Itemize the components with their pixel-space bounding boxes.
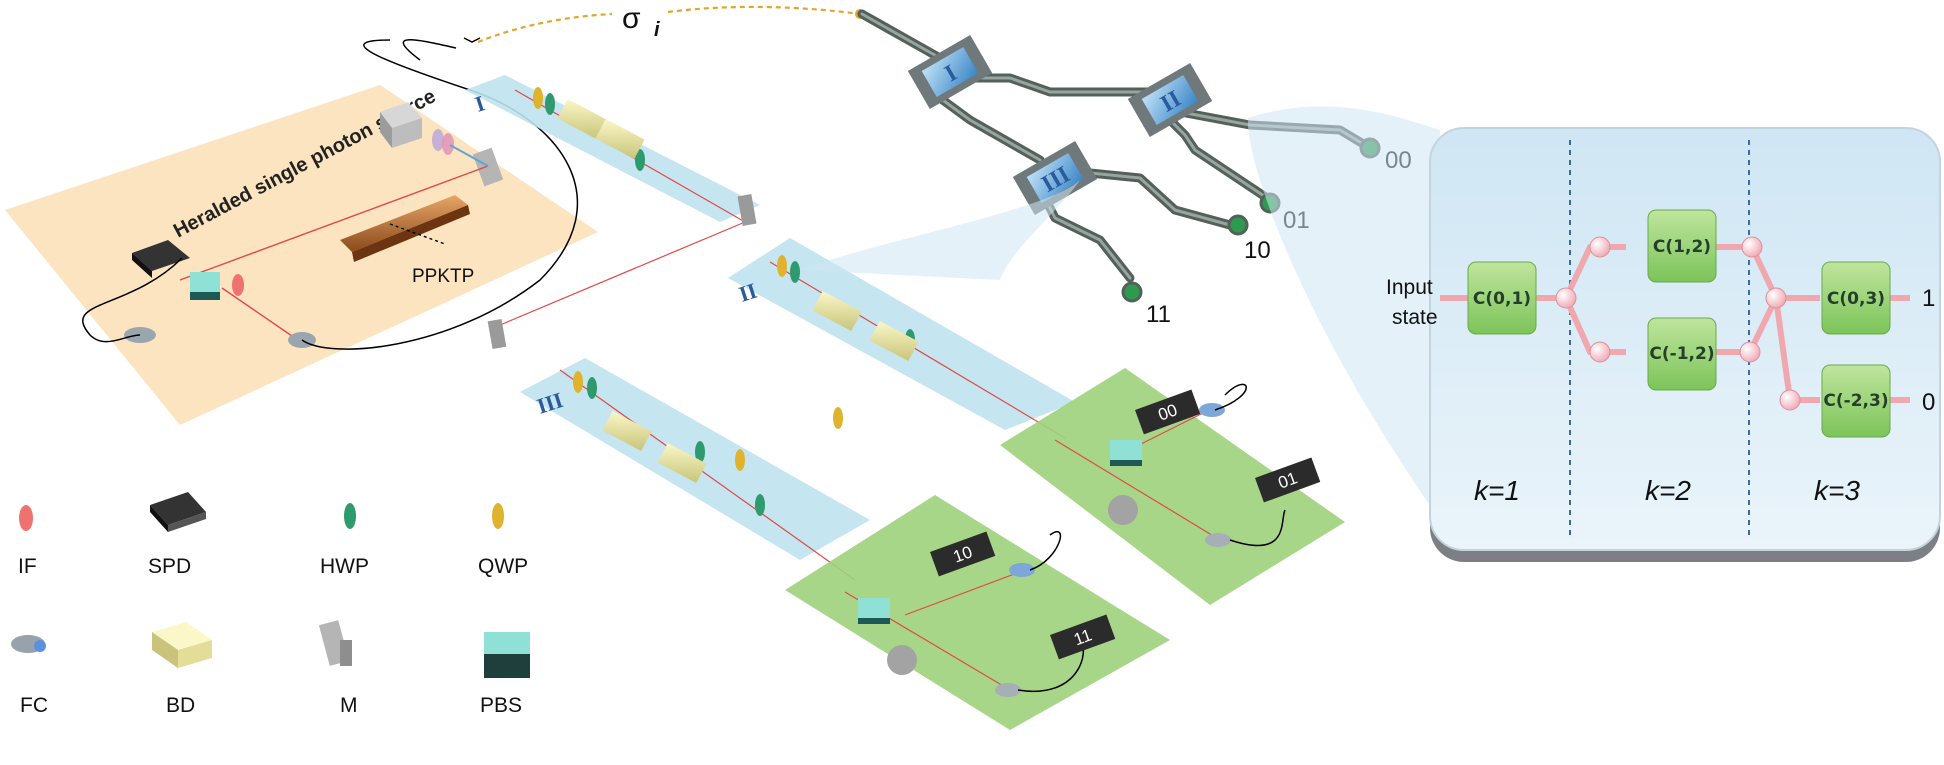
- node-c-12: C(-1,2): [1647, 317, 1717, 391]
- svg-text:C(-1,2): C(-1,2): [1649, 344, 1714, 364]
- legend: IF SPD HWP QWP FC BD M: [11, 492, 530, 717]
- qwp-icon: [492, 503, 504, 529]
- detector-01: 01: [1255, 457, 1321, 503]
- svg-text:C(1,2): C(1,2): [1653, 237, 1711, 257]
- pump-laser: [380, 102, 454, 155]
- detector-00: 00: [1135, 389, 1201, 435]
- spd-icon: [150, 492, 206, 532]
- source-mirror: [472, 147, 504, 187]
- walk-panel: C(0,1) C(1,2) C(-1,2) C(0,3) C(-2,3) Inp…: [1386, 127, 1941, 562]
- tree-port-11: 11: [1146, 301, 1171, 328]
- hwp-icon: [344, 503, 356, 529]
- mirror-right: [737, 194, 757, 226]
- step-k3: k=3: [1814, 475, 1860, 506]
- source-plate: Heralded single photon source PPKTP: [5, 39, 598, 425]
- node-c12: C(1,2): [1647, 209, 1717, 283]
- output-1: 1: [1922, 285, 1935, 312]
- node-c-23: C(-2,3): [1821, 364, 1891, 438]
- zoom-cone-2: [800, 180, 1080, 280]
- legend-bd: BD: [166, 694, 195, 717]
- node-c03: C(0,3): [1821, 261, 1891, 335]
- source-spd: [132, 240, 190, 278]
- detection-plate-right: [1000, 368, 1345, 605]
- source-pbs: [190, 272, 220, 300]
- ppktp-label: PPKTP: [412, 266, 474, 287]
- detector-10: 10: [930, 531, 996, 577]
- legend-hwp: HWP: [320, 555, 369, 578]
- sigma-subscript: i: [654, 19, 660, 41]
- legend-spd: SPD: [148, 555, 191, 578]
- legend-pbs: PBS: [480, 694, 522, 717]
- sigma-symbol: σ: [622, 2, 641, 35]
- fc-icon: [11, 635, 46, 653]
- chip-i: I: [907, 34, 993, 110]
- mirror-icon: [318, 620, 352, 666]
- legend-m: M: [340, 694, 358, 717]
- legend-qwp: QWP: [478, 555, 528, 578]
- sigma-annotation: σ i: [463, 2, 865, 44]
- input-state-label: Input state: [1386, 276, 1439, 329]
- svg-text:C(0,1): C(0,1): [1473, 289, 1531, 309]
- if-icon: [19, 505, 33, 531]
- source-if: [232, 274, 244, 296]
- step-k1: k=1: [1474, 475, 1520, 506]
- node-c01: C(0,1): [1467, 261, 1537, 335]
- walk-junctions: [1555, 236, 1801, 411]
- bd-icon: [152, 622, 212, 668]
- svg-text:11: 11: [1071, 625, 1094, 649]
- detector-11: 11: [1050, 614, 1116, 660]
- stage-optics: [487, 87, 1066, 581]
- tree-port-10: 10: [1244, 237, 1271, 264]
- legend-fc: FC: [20, 694, 48, 717]
- ppktp-crystal: [340, 195, 470, 262]
- zoom-cone-1: [1247, 106, 1440, 520]
- svg-text:C(-2,3): C(-2,3): [1823, 391, 1888, 411]
- svg-text:C(0,3): C(0,3): [1827, 289, 1885, 309]
- legend-if: IF: [18, 555, 37, 578]
- step-k2: k=2: [1645, 475, 1691, 506]
- output-0: 0: [1922, 389, 1935, 416]
- detection-plate-left: [785, 495, 1170, 730]
- mirror-left: [487, 318, 507, 350]
- pbs-icon: [484, 632, 530, 678]
- chip-ii: II: [1127, 62, 1213, 138]
